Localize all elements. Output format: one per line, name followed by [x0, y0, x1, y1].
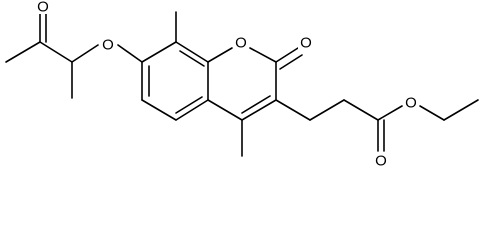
structure-canvas: O O O O O O: [5, 0, 479, 170]
bond: [279, 54, 303, 70]
bond-layer: [5, 11, 479, 157]
atom-label: O: [235, 35, 247, 52]
ester-single-oxygen: O: [403, 94, 419, 112]
ketone-oxygen: O: [35, 0, 51, 16]
bond: [207, 47, 233, 63]
atom-label: O: [37, 0, 49, 16]
bond: [443, 99, 479, 121]
atom-label-layer: O O O O O O: [35, 0, 419, 170]
atom-label: O: [300, 35, 312, 52]
bond: [275, 99, 311, 121]
bond: [117, 44, 143, 63]
bond: [141, 99, 177, 121]
bond: [419, 105, 445, 121]
bond: [241, 95, 271, 114]
bond: [175, 96, 203, 114]
atom-label: O: [102, 37, 114, 54]
atom-label: O: [405, 95, 417, 112]
bond: [377, 105, 403, 121]
bond: [175, 41, 209, 63]
bond: [343, 99, 379, 121]
bond: [175, 99, 209, 121]
bond: [179, 50, 205, 67]
bond: [39, 41, 73, 63]
bond: [5, 41, 41, 63]
bond: [71, 44, 99, 63]
bond: [249, 47, 277, 63]
bond: [275, 47, 299, 63]
ring-oxygen: O: [233, 34, 249, 52]
bond: [241, 99, 277, 121]
bond: [141, 41, 177, 63]
molecule-diagram: O O O O O O: [5, 0, 479, 170]
bond: [309, 99, 345, 121]
bond: [207, 99, 243, 121]
lactone-carbonyl-oxygen: O: [298, 34, 314, 52]
ester-carbonyl-oxygen: O: [373, 152, 389, 170]
ether-oxygen-left: O: [100, 36, 116, 54]
atom-label: O: [375, 153, 387, 170]
